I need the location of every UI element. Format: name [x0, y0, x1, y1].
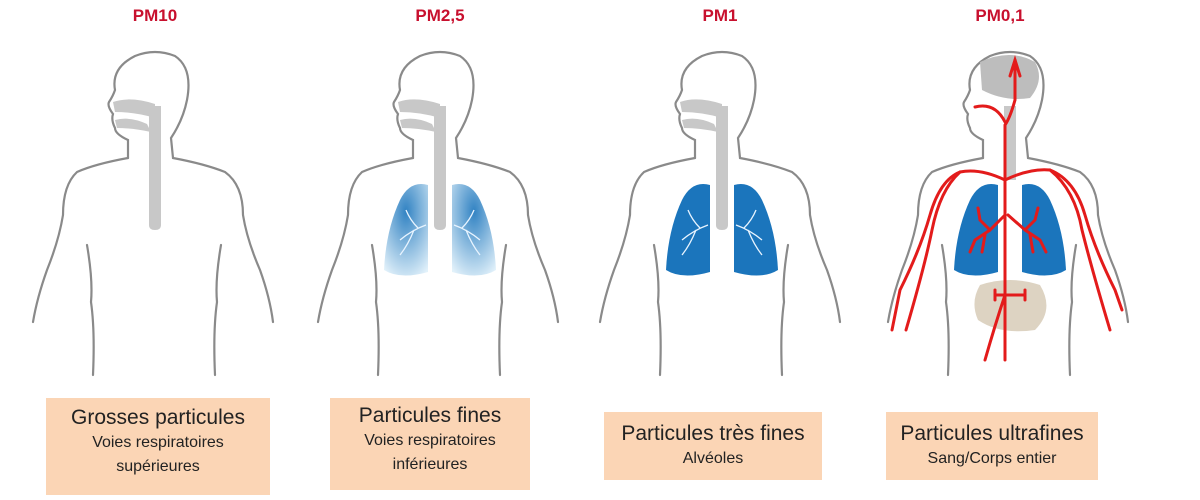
label-sub: supérieures [116, 458, 200, 475]
body-figure-pm1 [598, 50, 842, 377]
title-pm1: PM1 [702, 6, 738, 25]
airway [680, 99, 728, 230]
lungs [666, 184, 778, 276]
body-figure-pm10 [31, 50, 275, 377]
label-sub: Voies respiratoires [92, 434, 224, 451]
label-box-pm25: Particules fines Voies respiratoires inf… [330, 398, 530, 490]
lungs [384, 184, 496, 276]
label-box-pm01: Particules ultrafines Sang/Corps entier [886, 412, 1098, 480]
blood-vessels [890, 54, 1124, 362]
label-title: Grosses particules [71, 406, 245, 429]
title-pm25: PM2,5 [415, 6, 465, 25]
label-sub: Alvéoles [682, 450, 744, 467]
label-title: Particules fines [358, 404, 502, 427]
stomach [974, 280, 1047, 332]
label-title: Particules ultrafines [900, 422, 1084, 445]
body-figure-pm01 [886, 50, 1130, 377]
label-sub: Voies respiratoires [364, 432, 496, 449]
body-outline [598, 50, 842, 377]
title-pm10: PM10 [132, 6, 178, 25]
label-box-pm1: Particules très fines Alvéoles [604, 412, 822, 480]
title-pm01: PM0,1 [975, 6, 1025, 25]
label-title: Particules très fines [621, 422, 805, 445]
body-figure-pm25 [316, 50, 560, 377]
body-outline [316, 50, 560, 377]
label-box-pm10: Grosses particules Voies respiratoires s… [46, 398, 270, 495]
airway [113, 99, 161, 230]
label-sub: Sang/Corps entier [927, 450, 1057, 467]
body-outline [886, 50, 1130, 377]
label-sub: inférieures [392, 456, 468, 473]
body-outline [31, 50, 275, 377]
airway [398, 99, 446, 230]
lungs [954, 184, 1066, 276]
